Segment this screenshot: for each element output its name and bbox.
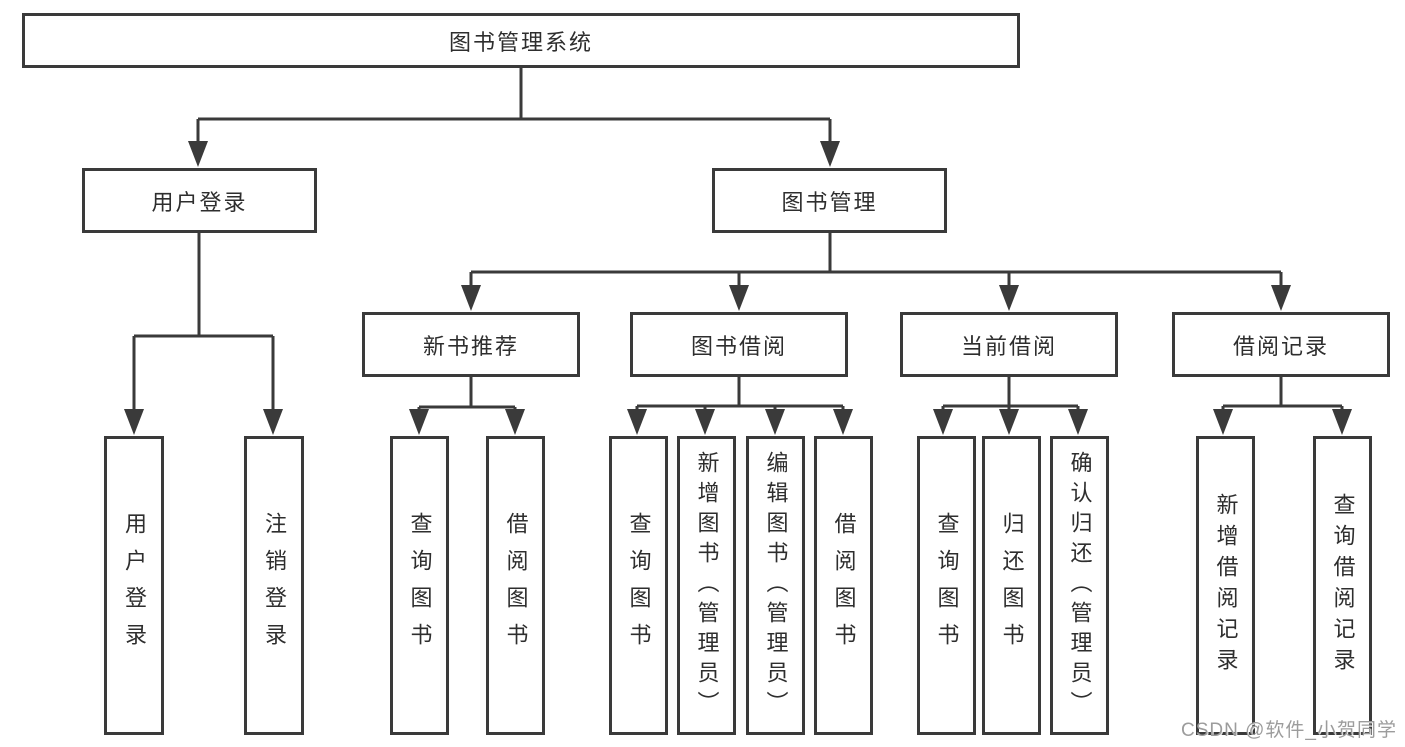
leaf-add-books-admin: 新增图书（管理员） [677, 436, 736, 735]
leaf-recommend-borrow-books-label: 借阅图书 [503, 511, 529, 660]
leaf-edit-books-admin-label: 编辑图书（管理员） [763, 450, 789, 721]
node-library-system: 图书管理系统 [22, 13, 1020, 68]
leaf-add-borrow-record: 新增借阅记录 [1196, 436, 1255, 735]
node-book-borrow-label: 图书借阅 [690, 333, 787, 359]
node-current-borrow-label: 当前借阅 [960, 333, 1057, 359]
leaf-borrow-books: 借阅图书 [814, 436, 873, 735]
node-new-book-recommend: 新书推荐 [362, 312, 580, 377]
node-current-borrow: 当前借阅 [900, 312, 1118, 377]
node-borrow-records: 借阅记录 [1172, 312, 1390, 377]
leaf-recommend-borrow-books: 借阅图书 [486, 436, 545, 735]
leaf-add-books-admin-label: 新增图书（管理员） [694, 450, 720, 721]
node-book-management: 图书管理 [712, 168, 947, 233]
leaf-current-query-books: 查询图书 [917, 436, 976, 735]
leaf-borrow-books-label: 借阅图书 [831, 511, 857, 660]
watermark: CSDN @软件_小贺同学 [1181, 720, 1397, 741]
leaf-return-books: 归还图书 [982, 436, 1041, 735]
arrowheads [124, 141, 1352, 435]
leaf-add-borrow-record-label: 新增借阅记录 [1213, 492, 1239, 679]
node-book-management-label: 图书管理 [781, 189, 878, 215]
leaf-confirm-return-admin: 确认归还（管理员） [1050, 436, 1109, 735]
leaf-user-login: 用户登录 [104, 436, 164, 735]
leaf-logout: 注销登录 [244, 436, 304, 735]
leaf-recommend-query-books: 查询图书 [390, 436, 449, 735]
leaf-recommend-query-books-label: 查询图书 [407, 511, 433, 660]
leaf-return-books-label: 归还图书 [999, 511, 1025, 660]
node-borrow-records-label: 借阅记录 [1232, 333, 1329, 359]
leaf-edit-books-admin: 编辑图书（管理员） [746, 436, 805, 735]
leaf-borrow-query-books: 查询图书 [609, 436, 668, 735]
leaf-logout-label: 注销登录 [262, 511, 287, 660]
node-book-borrow: 图书借阅 [630, 312, 848, 377]
leaf-current-query-books-label: 查询图书 [934, 511, 960, 660]
leaf-user-login-label: 用户登录 [122, 511, 147, 660]
leaf-borrow-query-books-label: 查询图书 [626, 511, 652, 660]
leaf-query-borrow-record: 查询借阅记录 [1313, 436, 1372, 735]
node-library-system-label: 图书管理系统 [448, 29, 593, 55]
leaf-query-borrow-record-label: 查询借阅记录 [1330, 492, 1356, 679]
leaf-confirm-return-admin-label: 确认归还（管理员） [1067, 450, 1093, 721]
node-user-login-label: 用户登录 [151, 189, 248, 215]
node-new-book-recommend-label: 新书推荐 [422, 333, 519, 359]
node-user-login: 用户登录 [82, 168, 317, 233]
